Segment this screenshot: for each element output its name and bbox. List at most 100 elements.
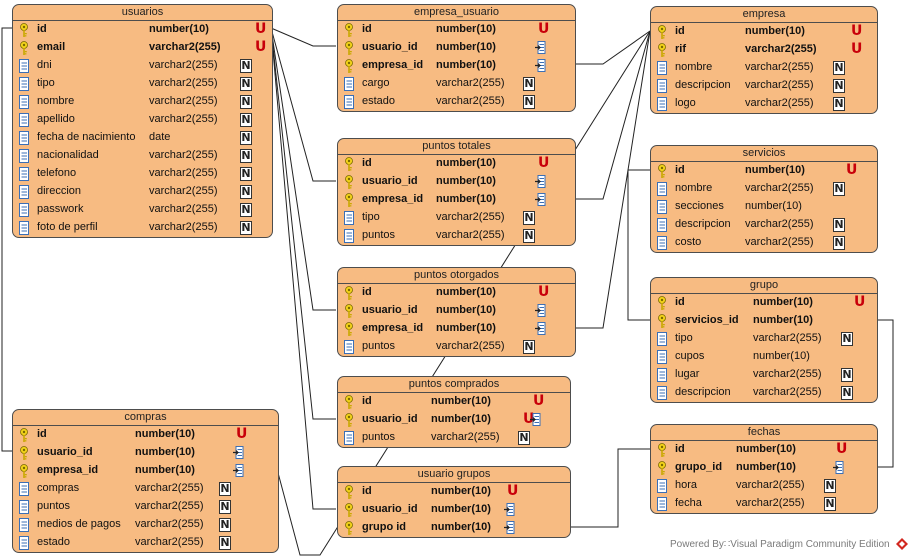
- foreign-key-icon: [535, 304, 546, 317]
- nullable-badge: N: [833, 218, 845, 232]
- column-icon: [657, 479, 667, 493]
- column-name: tipo: [362, 211, 380, 223]
- foreign-key-icon: [535, 193, 546, 206]
- nullable-badge: N: [833, 97, 845, 111]
- column-type: number(10): [436, 59, 496, 71]
- key-icon: [658, 314, 666, 328]
- key-icon: [20, 428, 28, 442]
- nullable-badge: N: [523, 211, 535, 225]
- nullable-badge: N: [824, 497, 836, 511]
- foreign-key-icon: [530, 413, 541, 426]
- column-type: varchar2(255): [745, 218, 814, 230]
- nullable-badge: N: [240, 95, 252, 109]
- column-name: foto de perfil: [37, 221, 98, 233]
- unique-badge: U: [523, 411, 535, 427]
- column-type: varchar2(255): [135, 518, 204, 530]
- visual-paradigm-logo-icon: [896, 538, 908, 550]
- column-name: passwork: [37, 203, 84, 215]
- unique-badge: U: [846, 162, 858, 178]
- column-name: id: [37, 23, 47, 35]
- column-type: varchar2(255): [736, 497, 805, 509]
- nullable-badge: N: [240, 167, 252, 181]
- column-type: number(10): [135, 446, 195, 458]
- nullable-badge: N: [240, 59, 252, 73]
- column-icon: [19, 59, 29, 73]
- column-name: nacionalidad: [37, 149, 99, 161]
- column-type: varchar2(255): [149, 203, 218, 215]
- column-name: costo: [675, 236, 702, 248]
- column-name: fecha de nacimiento: [37, 131, 136, 143]
